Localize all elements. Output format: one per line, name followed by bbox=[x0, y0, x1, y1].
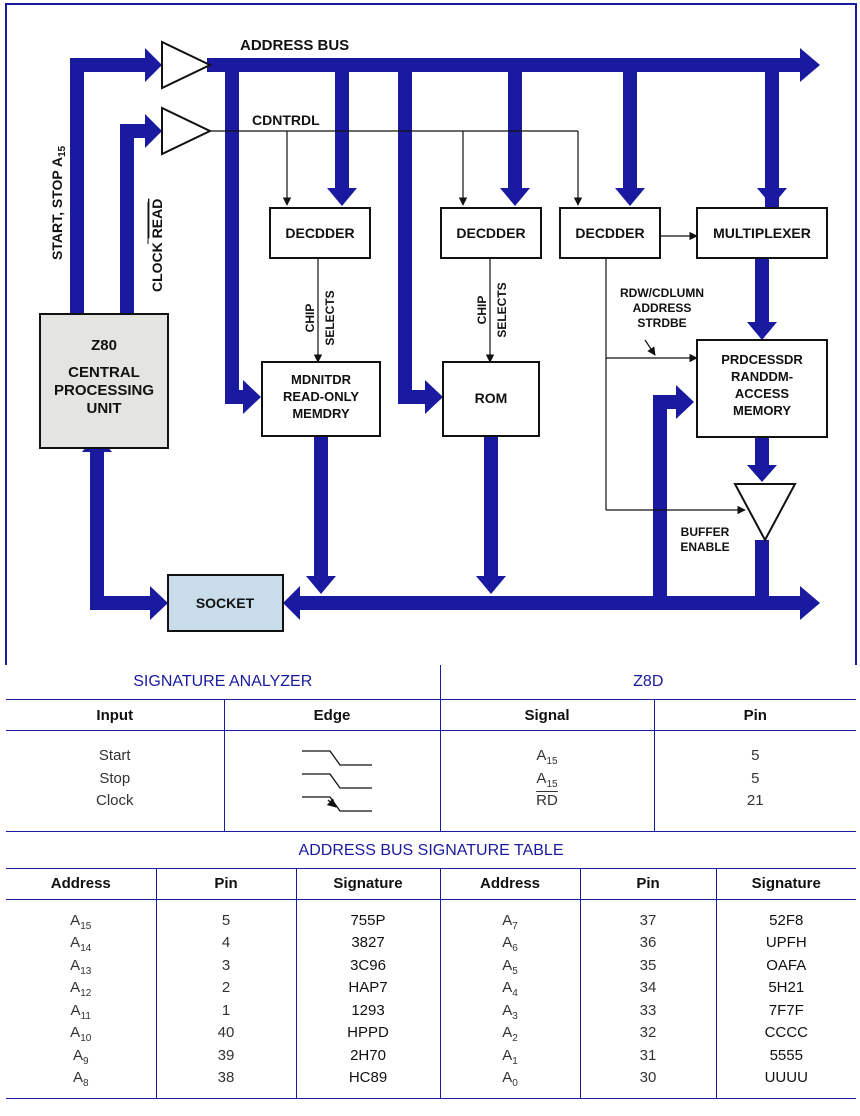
input-header: Input bbox=[96, 706, 134, 724]
monitor-rom-box bbox=[261, 361, 381, 437]
signature-header-left: Signature bbox=[295, 868, 440, 899]
control-label: CDNTRDL bbox=[252, 112, 320, 128]
address-column-left: A15 A14 A13 A12 A11 A10 A9 A8 bbox=[70, 911, 92, 1090]
svg-text:MEMDRY: MEMDRY bbox=[292, 406, 350, 421]
signature-header-right: Signature bbox=[715, 868, 857, 899]
chip-selects-label-1: CHIP bbox=[303, 304, 317, 333]
svg-text:Z80: Z80 bbox=[91, 337, 117, 354]
signature-column-left: 755P 3827 3C96 HAP7 1293 HPPD 2H70 HC89 bbox=[295, 899, 440, 1098]
selects-label-1: SELECTS bbox=[323, 290, 337, 345]
strobe-label: RDW/CDLUMN ADDRESS STRDBE bbox=[620, 286, 704, 330]
pin-header: Pin bbox=[653, 699, 857, 731]
svg-text:RANDDM-: RANDDM- bbox=[731, 369, 793, 384]
decoder-label-1: DECDDER bbox=[285, 225, 354, 241]
svg-text:RDW/CDLUMN: RDW/CDLUMN bbox=[620, 286, 704, 300]
svg-text:READ-ONLY: READ-ONLY bbox=[283, 389, 359, 404]
signature-analyzer-table: SIGNATURE ANALYZER Z8D Input Edge Signal… bbox=[6, 665, 857, 832]
svg-text:STRDBE: STRDBE bbox=[637, 316, 686, 330]
decoder-box-1 bbox=[269, 207, 371, 259]
block-diagram: ADDRESS BUS CDNTRDL START, STOP A15 CLOC… bbox=[5, 3, 857, 665]
decoder-box-3 bbox=[559, 207, 661, 259]
address-header-right: Address bbox=[439, 868, 580, 899]
outer-frame bbox=[5, 3, 857, 665]
address-bus-label: ADDRESS BUS bbox=[240, 37, 349, 54]
pin-header-right: Pin bbox=[579, 868, 716, 899]
tables-section: SIGNATURE ANALYZER Z8D Input Edge Signal… bbox=[0, 665, 860, 1099]
rom-box bbox=[442, 361, 540, 437]
address-table-title: ADDRESS BUS SIGNATURE TABLE bbox=[298, 841, 564, 859]
svg-text:MEMORY: MEMORY bbox=[733, 403, 791, 418]
pin-column: 5 5 21 bbox=[653, 730, 857, 831]
monitor-rom-label: MDNITDR READ-ONLY MEMDRY bbox=[283, 372, 359, 421]
ram-label: PRDCESSDR RANDDM- ACCESS MEMORY bbox=[721, 352, 803, 418]
cpu-label: Z80 CENTRAL PROCESSING UNIT bbox=[54, 337, 154, 417]
pin-column-right: 37 36 35 34 33 32 31 30 bbox=[579, 899, 716, 1098]
buffer-enable-label: BUFFER ENABLE bbox=[680, 525, 729, 554]
svg-text:UNIT: UNIT bbox=[87, 400, 122, 417]
multiplexer-box bbox=[696, 207, 828, 259]
pin-header-left: Pin bbox=[155, 868, 296, 899]
signal-column: A15 A15 RD bbox=[439, 730, 654, 831]
decoder-box-2 bbox=[440, 207, 542, 259]
cpu-box bbox=[39, 313, 169, 449]
input-column: Start Stop Clock bbox=[95, 747, 134, 809]
signature-column-right: 52F8 UPFH OAFA 5H21 7F7F CCCC 5555 UUUU bbox=[715, 899, 857, 1098]
data-buffer bbox=[733, 483, 797, 543]
edge-header: Edge bbox=[223, 699, 440, 731]
socket-label: SOCKET bbox=[196, 595, 255, 611]
address-driver bbox=[161, 40, 213, 90]
ram-box bbox=[696, 339, 828, 438]
start-stop-label: START, STOP A15 bbox=[49, 145, 68, 260]
address-bus-signature-table: ADDRESS BUS SIGNATURE TABLE Address Pin … bbox=[6, 834, 857, 1099]
z80-title: Z8D bbox=[439, 665, 857, 700]
svg-text:ADDRESS: ADDRESS bbox=[633, 301, 692, 315]
signal-header: Signal bbox=[439, 699, 654, 731]
socket-box bbox=[167, 574, 284, 632]
edge-column bbox=[223, 730, 440, 831]
control-driver bbox=[161, 106, 213, 156]
selects-label-2: SELECTS bbox=[495, 282, 509, 337]
address-header-left: Address bbox=[50, 875, 111, 892]
svg-text:ACCESS: ACCESS bbox=[735, 386, 790, 401]
svg-text:ENABLE: ENABLE bbox=[680, 540, 729, 554]
decoder-label-3: DECDDER bbox=[575, 225, 644, 241]
bus-lines bbox=[70, 48, 820, 620]
edge-waveforms bbox=[302, 750, 372, 812]
chip-selects-label-2: CHIP bbox=[475, 296, 489, 325]
svg-text:BUFFER: BUFFER bbox=[681, 525, 730, 539]
svg-text:PROCESSING: PROCESSING bbox=[54, 382, 154, 399]
multiplexer-label: MULTIPLEXER bbox=[713, 225, 811, 241]
rom-label: ROM bbox=[475, 390, 508, 406]
pin-column-left: 5 4 3 2 1 40 39 38 bbox=[155, 899, 296, 1098]
address-column-right: A7 A6 A5 A4 A3 A2 A1 A0 bbox=[439, 899, 580, 1098]
clock-read-label: CLOCK READ bbox=[149, 199, 165, 292]
svg-text:CENTRAL: CENTRAL bbox=[68, 364, 140, 381]
decoder-label-2: DECDDER bbox=[456, 225, 525, 241]
svg-text:MDNITDR: MDNITDR bbox=[291, 372, 352, 387]
signature-analyzer-title: SIGNATURE ANALYZER bbox=[133, 673, 313, 690]
svg-text:PRDCESSDR: PRDCESSDR bbox=[721, 352, 803, 367]
